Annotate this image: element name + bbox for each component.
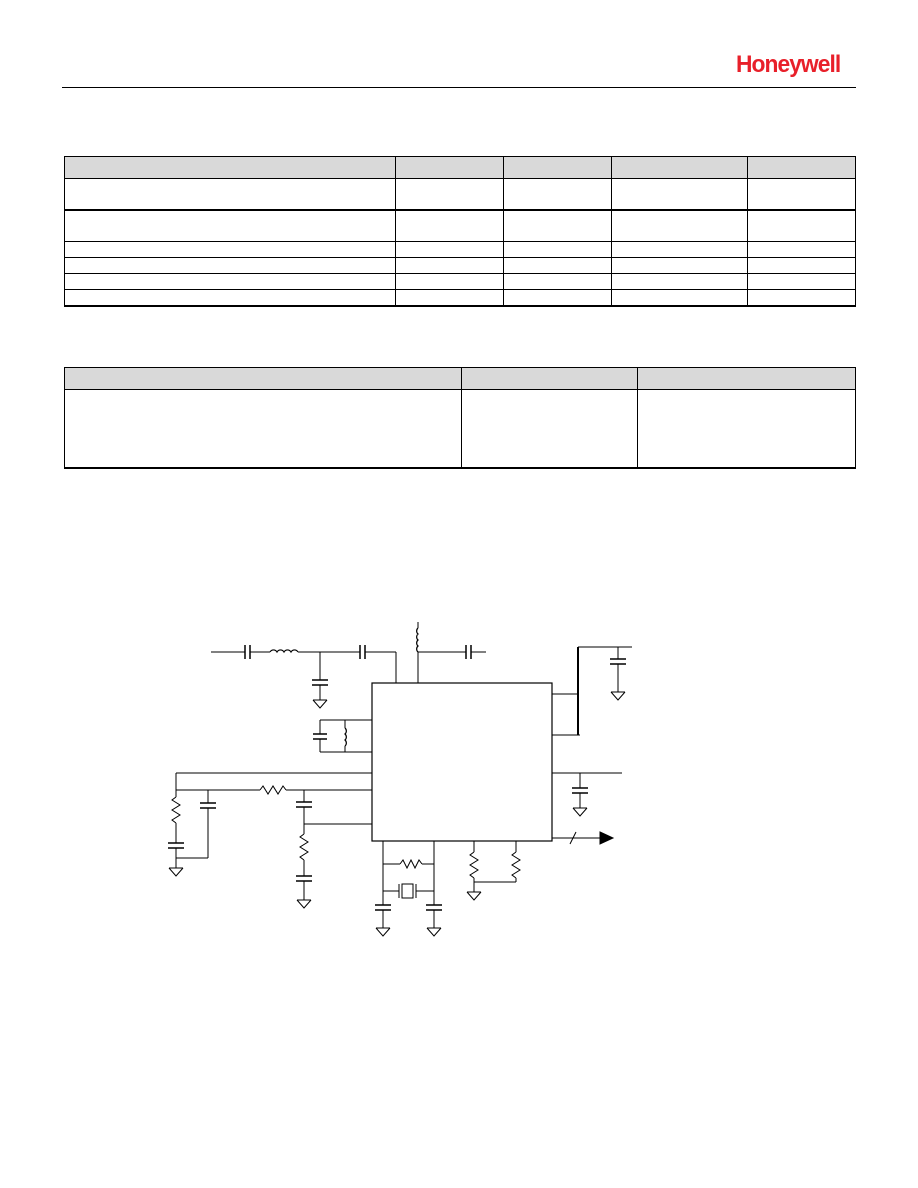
table-cell <box>747 257 856 274</box>
table-cell <box>64 257 396 274</box>
table-cell <box>611 289 748 307</box>
table-row <box>64 178 856 211</box>
crystal <box>401 883 414 899</box>
table-header-row <box>64 156 856 179</box>
table-cell <box>637 389 856 469</box>
table-cell <box>503 273 612 290</box>
table-cell <box>611 209 748 242</box>
table-cell <box>747 273 856 290</box>
table-cell <box>503 209 612 242</box>
table-row <box>64 241 856 258</box>
table-cell <box>64 289 396 307</box>
table-cell <box>64 273 396 290</box>
table-cell <box>395 273 504 290</box>
header-rule <box>62 87 856 88</box>
table-cell <box>395 209 504 242</box>
table-cell <box>747 241 856 258</box>
application-schematic <box>168 622 632 937</box>
table-cell <box>461 389 638 469</box>
table-cell <box>611 241 748 258</box>
table-header-cell <box>637 367 856 390</box>
table-header-cell <box>611 156 748 179</box>
table-row <box>64 389 856 469</box>
table-cell <box>64 389 462 469</box>
table-cell <box>64 178 396 211</box>
table-cell <box>747 289 856 307</box>
table-cell <box>747 209 856 242</box>
ic-chip <box>371 682 553 842</box>
table-header-cell <box>64 156 396 179</box>
table-cell <box>503 241 612 258</box>
table-cell <box>64 241 396 258</box>
table-header-cell <box>461 367 638 390</box>
table-header-row <box>64 367 856 390</box>
table-cell <box>395 241 504 258</box>
table-cell <box>611 178 748 211</box>
table-cell <box>64 209 396 242</box>
table-cell <box>747 178 856 211</box>
table-cell <box>503 257 612 274</box>
table-cell <box>395 289 504 307</box>
table-row <box>64 209 856 242</box>
table-row <box>64 289 856 307</box>
table-row <box>64 257 856 274</box>
table-cell <box>395 257 504 274</box>
honeywell-logo: Honeywell <box>736 51 841 78</box>
ground-symbol <box>312 699 328 709</box>
table-row <box>64 273 856 290</box>
spec-table-2 <box>64 367 856 469</box>
table-cell <box>611 257 748 274</box>
table-header-cell <box>64 367 462 390</box>
table-cell <box>503 178 612 211</box>
resistor <box>171 796 181 824</box>
table-header-cell <box>503 156 612 179</box>
table-cell <box>395 178 504 211</box>
spec-table-1 <box>64 156 856 307</box>
table-cell <box>503 289 612 307</box>
table-header-cell <box>395 156 504 179</box>
table-header-cell <box>747 156 856 179</box>
inductor <box>269 649 299 654</box>
table-cell <box>611 273 748 290</box>
bus-output-arrow <box>599 831 615 845</box>
